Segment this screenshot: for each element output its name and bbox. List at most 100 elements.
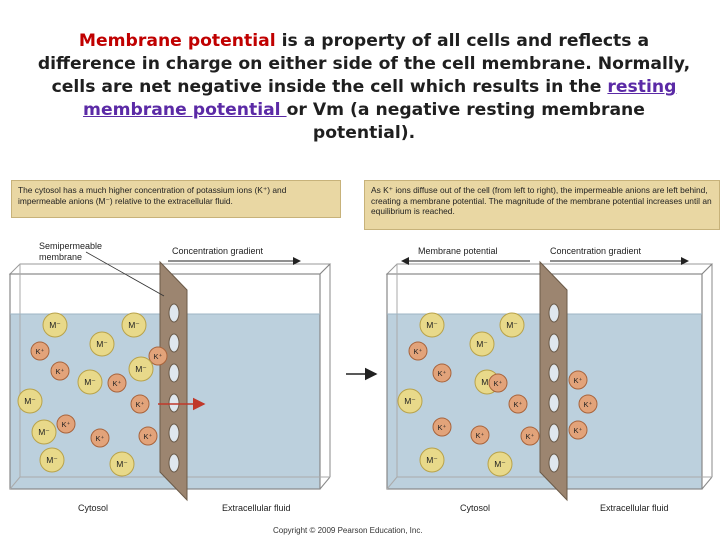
anion-particle: M⁻ [469, 331, 495, 357]
slide-heading: Membrane potential is a property of all … [30, 30, 698, 145]
left-extracellular-label: Extracellular fluid [222, 503, 291, 513]
svg-text:K⁺: K⁺ [154, 352, 163, 361]
anion-particle: M⁻ [31, 419, 57, 445]
svg-text:K⁺: K⁺ [96, 434, 105, 443]
svg-text:M⁻: M⁻ [426, 455, 438, 465]
heading-text-part2: or Vm (a negative resting membrane poten… [286, 100, 645, 143]
right-cytosol-label: Cytosol [460, 503, 491, 513]
potassium-ion-particle: K⁺ [107, 373, 127, 393]
left-cytosol-label: Cytosol [78, 503, 109, 513]
heading-text-part1: is a property of all cells and reflects … [37, 31, 691, 97]
svg-text:K⁺: K⁺ [414, 347, 423, 356]
svg-text:K⁺: K⁺ [136, 400, 145, 409]
membrane-pore [168, 333, 180, 353]
potassium-ion-particle: K⁺ [408, 341, 428, 361]
membrane-pore [548, 453, 560, 473]
anion-particle: M⁻ [499, 312, 525, 338]
potassium-ion-particle: K⁺ [130, 394, 150, 414]
right-membrane [539, 260, 568, 502]
membrane-pore [168, 423, 180, 443]
svg-text:M⁻: M⁻ [128, 320, 140, 330]
figure-drawing: M⁻M⁻M⁻K⁺K⁺M⁻K⁺M⁻K⁺M⁻K⁺M⁻K⁺K⁺K⁺M⁻M⁻M⁻M⁻K⁺… [8, 251, 714, 502]
anion-particle: M⁻ [89, 331, 115, 357]
svg-text:M⁻: M⁻ [494, 459, 506, 469]
left-concentration-gradient-label: Concentration gradient [172, 246, 264, 256]
potassium-ion-particle: K⁺ [432, 363, 452, 383]
svg-text:K⁺: K⁺ [494, 379, 503, 388]
svg-text:K⁺: K⁺ [36, 347, 45, 356]
anion-particle: M⁻ [109, 451, 135, 477]
potassium-ion-particle: K⁺ [432, 417, 452, 437]
potassium-ion-particle: K⁺ [50, 361, 70, 381]
membrane-pore [548, 333, 560, 353]
potassium-ion-particle: K⁺ [508, 394, 528, 414]
membrane-potential-term: Membrane potential [78, 31, 276, 51]
anion-particle: M⁻ [77, 369, 103, 395]
membrane-pore [548, 363, 560, 383]
svg-text:K⁺: K⁺ [113, 379, 122, 388]
right-concentration-gradient-label: Concentration gradient [550, 246, 642, 256]
membrane-pore [548, 393, 560, 413]
potassium-ion-particle: K⁺ [488, 373, 508, 393]
svg-text:M⁻: M⁻ [46, 455, 58, 465]
svg-text:M⁻: M⁻ [481, 377, 493, 387]
anion-particle: M⁻ [487, 451, 513, 477]
anion-particle: M⁻ [128, 356, 154, 382]
svg-text:M⁻: M⁻ [476, 339, 488, 349]
potassium-ion-particle: K⁺ [138, 426, 158, 446]
membrane-pointer [85, 251, 165, 297]
anion-particle: M⁻ [17, 388, 43, 414]
svg-text:K⁺: K⁺ [574, 426, 583, 435]
potassium-ion-particle: K⁺ [470, 425, 490, 445]
svg-text:K⁺: K⁺ [476, 431, 485, 440]
svg-text:M⁻: M⁻ [426, 320, 438, 330]
membrane-pore [168, 303, 180, 323]
potassium-ion-particle: K⁺ [56, 414, 76, 434]
svg-text:K⁺: K⁺ [56, 367, 65, 376]
anion-particle: M⁻ [42, 312, 68, 338]
membrane-pore [168, 363, 180, 383]
anion-particle: M⁻ [39, 447, 65, 473]
left-membrane [159, 260, 188, 502]
resting-membrane-potential-link[interactable]: resting membrane potential [83, 77, 677, 120]
svg-text:M⁻: M⁻ [38, 427, 50, 437]
svg-text:M⁻: M⁻ [404, 396, 416, 406]
membrane-figure: The cytosol has a much higher concentrat… [0, 172, 728, 546]
membrane-pore [548, 423, 560, 443]
left-caption: The cytosol has a much higher concentrat… [11, 180, 341, 218]
membrane-pore [168, 393, 180, 413]
svg-text:M⁻: M⁻ [84, 377, 96, 387]
potassium-ion-particle: K⁺ [520, 426, 540, 446]
svg-text:M⁻: M⁻ [116, 459, 128, 469]
svg-text:K⁺: K⁺ [144, 432, 153, 441]
potassium-ion-particle: K⁺ [90, 428, 110, 448]
anion-particle: M⁻ [121, 312, 147, 338]
svg-text:K⁺: K⁺ [438, 369, 447, 378]
svg-text:K⁺: K⁺ [574, 376, 583, 385]
membrane-potential-label: Membrane potential [418, 246, 498, 256]
right-caption: As K⁺ ions diffuse out of the cell (from… [364, 180, 720, 230]
right-extracellular-label: Extracellular fluid [600, 503, 669, 513]
anion-particle: M⁻ [419, 312, 445, 338]
svg-text:K⁺: K⁺ [584, 400, 593, 409]
svg-text:K⁺: K⁺ [526, 432, 535, 441]
membrane-pore [548, 303, 560, 323]
potassium-ion-particle: K⁺ [578, 394, 598, 414]
svg-text:K⁺: K⁺ [514, 400, 523, 409]
semipermeable-membrane-label: Semipermeable membrane [39, 241, 103, 262]
svg-text:M⁻: M⁻ [24, 396, 36, 406]
svg-text:M⁻: M⁻ [506, 320, 518, 330]
copyright-notice: Copyright © 2009 Pearson Education, Inc. [273, 526, 423, 535]
svg-text:M⁻: M⁻ [135, 364, 147, 374]
potassium-ion-particle: K⁺ [30, 341, 50, 361]
svg-text:M⁻: M⁻ [96, 339, 108, 349]
anion-particle: M⁻ [397, 388, 423, 414]
svg-text:M⁻: M⁻ [49, 320, 61, 330]
potassium-ion-particle: K⁺ [568, 370, 588, 390]
potassium-ion-particle: K⁺ [148, 346, 168, 366]
potassium-ion-particle: K⁺ [568, 420, 588, 440]
membrane-pore [168, 453, 180, 473]
svg-text:K⁺: K⁺ [438, 423, 447, 432]
svg-text:K⁺: K⁺ [62, 420, 71, 429]
anion-particle: M⁻ [419, 447, 445, 473]
